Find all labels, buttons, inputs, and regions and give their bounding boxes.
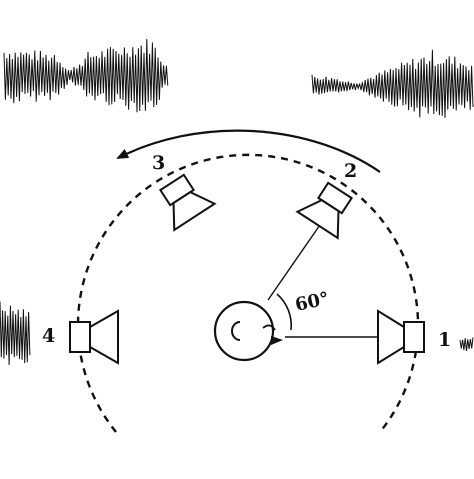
angle-arc bbox=[276, 293, 293, 331]
waveform-icon bbox=[459, 337, 474, 351]
speaker-icon bbox=[69, 309, 119, 365]
speaker-2 bbox=[295, 181, 354, 240]
listener-head-icon bbox=[213, 300, 283, 362]
speaker-1 bbox=[377, 309, 425, 365]
speaker-3 bbox=[158, 173, 217, 232]
rotation-arrow-icon bbox=[116, 129, 381, 173]
speaker-icon bbox=[377, 309, 425, 365]
waveform-icon bbox=[311, 49, 474, 118]
speaker-icon bbox=[295, 181, 354, 240]
speaker-2-label: 2 bbox=[344, 160, 357, 182]
speaker-3-label: 3 bbox=[152, 152, 165, 174]
speaker-icon bbox=[158, 173, 217, 232]
line-to-speaker-2 bbox=[267, 221, 323, 301]
waveform-icon bbox=[3, 38, 169, 113]
speaker-1-label: 1 bbox=[438, 329, 451, 351]
waveform-icon bbox=[0, 301, 31, 365]
speaker-4-label: 4 bbox=[42, 325, 55, 347]
speaker-ring-dashed-arc bbox=[76, 153, 420, 433]
speaker-4 bbox=[69, 309, 119, 365]
angle-label: 60° bbox=[293, 288, 331, 316]
waveform-group bbox=[0, 38, 474, 365]
